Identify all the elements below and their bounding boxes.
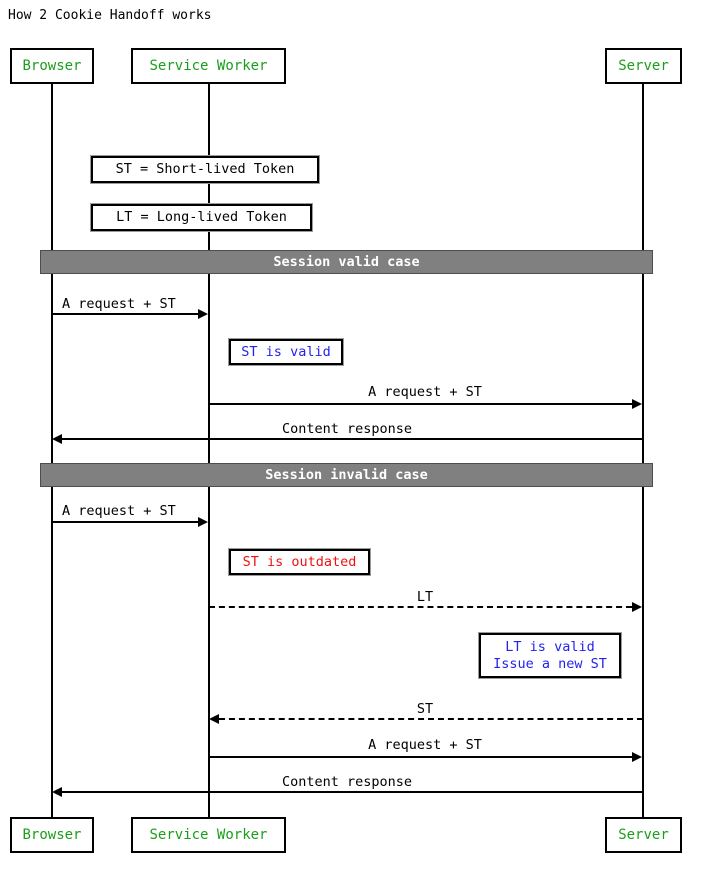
message-label-m8: Content response (281, 774, 413, 790)
message-line-m6 (219, 718, 643, 720)
participant-label: Browser (22, 827, 82, 843)
arrowhead-m6 (209, 714, 219, 724)
message-label-m2: A request + ST (368, 384, 482, 400)
note-long-lived-token: LT = Long-lived Token (90, 203, 313, 232)
lifeline-browser (51, 84, 53, 818)
section-divider-session-valid: Session valid case (40, 250, 653, 274)
section-label: Session invalid case (265, 467, 428, 483)
message-label-m7: A request + ST (368, 737, 482, 753)
message-line-m5 (209, 606, 632, 608)
arrowhead-m4 (198, 517, 208, 527)
message-label-m1: A request + ST (62, 296, 176, 312)
participant-service-worker-top[interactable]: Service Worker (131, 48, 286, 84)
message-label-m5: LT (416, 589, 434, 605)
participant-label: Browser (22, 58, 82, 74)
note-text: ST is outdated (242, 553, 357, 570)
lifeline-server (642, 84, 644, 818)
note-text: ST = Short-lived Token (115, 161, 295, 177)
arrowhead-m8 (52, 787, 62, 797)
arrowhead-m3 (52, 434, 62, 444)
note-lt-is-valid: LT is valid Issue a new ST (478, 632, 622, 679)
message-label-m4: A request + ST (62, 503, 176, 519)
page-title: How 2 Cookie Handoff works (8, 8, 212, 23)
arrowhead-m5 (632, 602, 642, 612)
note-text: ST is valid (241, 343, 331, 360)
message-line-m4 (52, 521, 199, 523)
arrowhead-m7 (632, 752, 642, 762)
participant-browser-top[interactable]: Browser (10, 48, 94, 84)
note-st-is-outdated: ST is outdated (228, 548, 371, 576)
participant-label: Service Worker (149, 58, 268, 74)
arrowhead-m1 (198, 309, 208, 319)
message-label-m6: ST (416, 701, 434, 717)
message-line-m7 (209, 756, 632, 758)
lifeline-service-worker (208, 84, 210, 818)
participant-label: Service Worker (149, 827, 268, 843)
section-divider-session-invalid: Session invalid case (40, 463, 653, 487)
note-text-line2: Issue a new ST (493, 655, 607, 672)
message-line-m2 (209, 403, 632, 405)
note-text-line1: LT is valid (505, 638, 595, 655)
participant-server-top[interactable]: Server (605, 48, 682, 84)
message-line-m1 (52, 313, 199, 315)
section-label: Session valid case (273, 254, 420, 270)
participant-browser-bottom[interactable]: Browser (10, 817, 94, 853)
note-text: LT = Long-lived Token (116, 209, 287, 225)
participant-label: Server (618, 58, 669, 74)
message-line-m3 (62, 438, 643, 440)
participant-server-bottom[interactable]: Server (605, 817, 682, 853)
arrowhead-m2 (632, 399, 642, 409)
note-short-lived-token: ST = Short-lived Token (90, 155, 320, 184)
participant-label: Server (618, 827, 669, 843)
note-st-is-valid: ST is valid (228, 338, 344, 366)
participant-service-worker-bottom[interactable]: Service Worker (131, 817, 286, 853)
message-line-m8 (62, 791, 643, 793)
message-label-m3: Content response (281, 421, 413, 437)
